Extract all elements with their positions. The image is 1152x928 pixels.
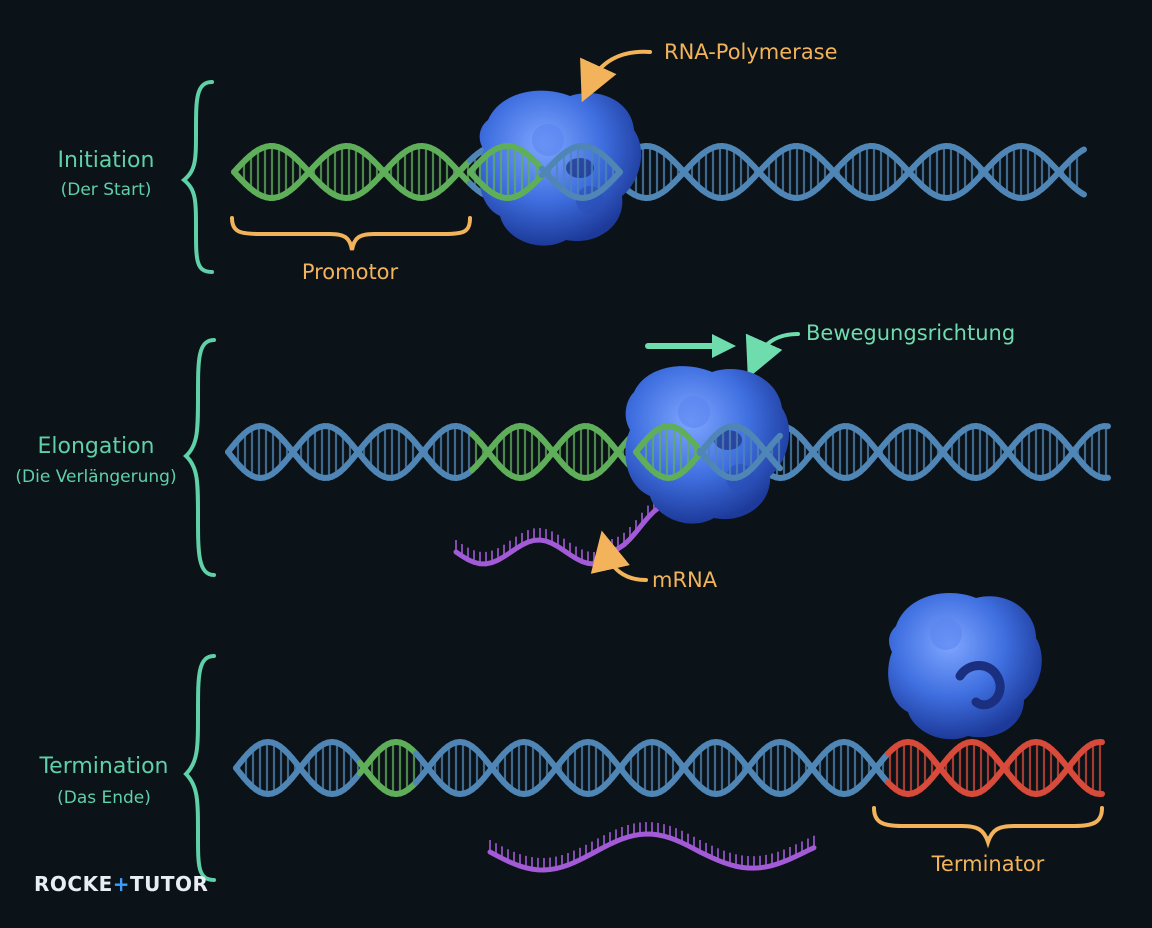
promoter-label: Promotor (302, 260, 399, 284)
mrna-released-backbone (487, 831, 817, 873)
dna-initiation-front-backbone-2 (615, 169, 623, 178)
brand-logo: ROCKE+TUTOR (34, 872, 208, 896)
rna-polymerase-released (888, 593, 1042, 740)
mrna-strand-released (487, 822, 817, 873)
dna-elongation-front-backbone-2 (773, 432, 783, 443)
mrna-pointer-arrow (590, 530, 648, 582)
dna-initiation-backbone-2 (1079, 190, 1087, 198)
dna-over-polymerase-initiation (467, 143, 623, 201)
stage-title-initiation: Initiation (58, 148, 155, 173)
stage-bracket-elongation (183, 338, 216, 577)
direction-label: Bewegungsrichtung (806, 321, 1015, 345)
stage-title-elongation: Elongation (37, 434, 154, 459)
dna-helix-initiation (231, 143, 1087, 201)
stage-subtitle-initiation: (Der Start) (61, 180, 152, 200)
terminator-bracket (872, 806, 1104, 849)
dna-over-polymerase-elongation (633, 423, 783, 481)
terminator-label: Terminator (931, 852, 1045, 876)
promoter-bracket (230, 216, 472, 251)
direction-pointer-arrow (745, 332, 800, 379)
dna-elongation-front-backbone-1 (773, 461, 783, 472)
polymerase-pointer-arrow (580, 49, 652, 103)
svg-text:ROCKE+TUTOR: ROCKE+TUTOR (34, 872, 208, 896)
stage-bracket-termination (183, 654, 216, 882)
mrna-label: mRNA (652, 568, 718, 592)
logo-text-left: ROCKE (34, 872, 113, 896)
dna-helix-termination (233, 739, 1105, 797)
movement-direction-arrowhead (712, 334, 736, 358)
logo-plus-icon: + (113, 872, 130, 896)
stage-subtitle-elongation: (Die Verlängerung) (15, 467, 176, 487)
stage-bracket-initiation (180, 80, 214, 274)
polymerase-label: RNA-Polymerase (664, 40, 838, 64)
dna-initiation-backbone-1 (1079, 146, 1087, 154)
logo-text-right: TUTOR (130, 872, 208, 896)
stage-subtitle-termination: (Das Ende) (57, 788, 151, 808)
stage-title-termination: Termination (38, 754, 168, 779)
